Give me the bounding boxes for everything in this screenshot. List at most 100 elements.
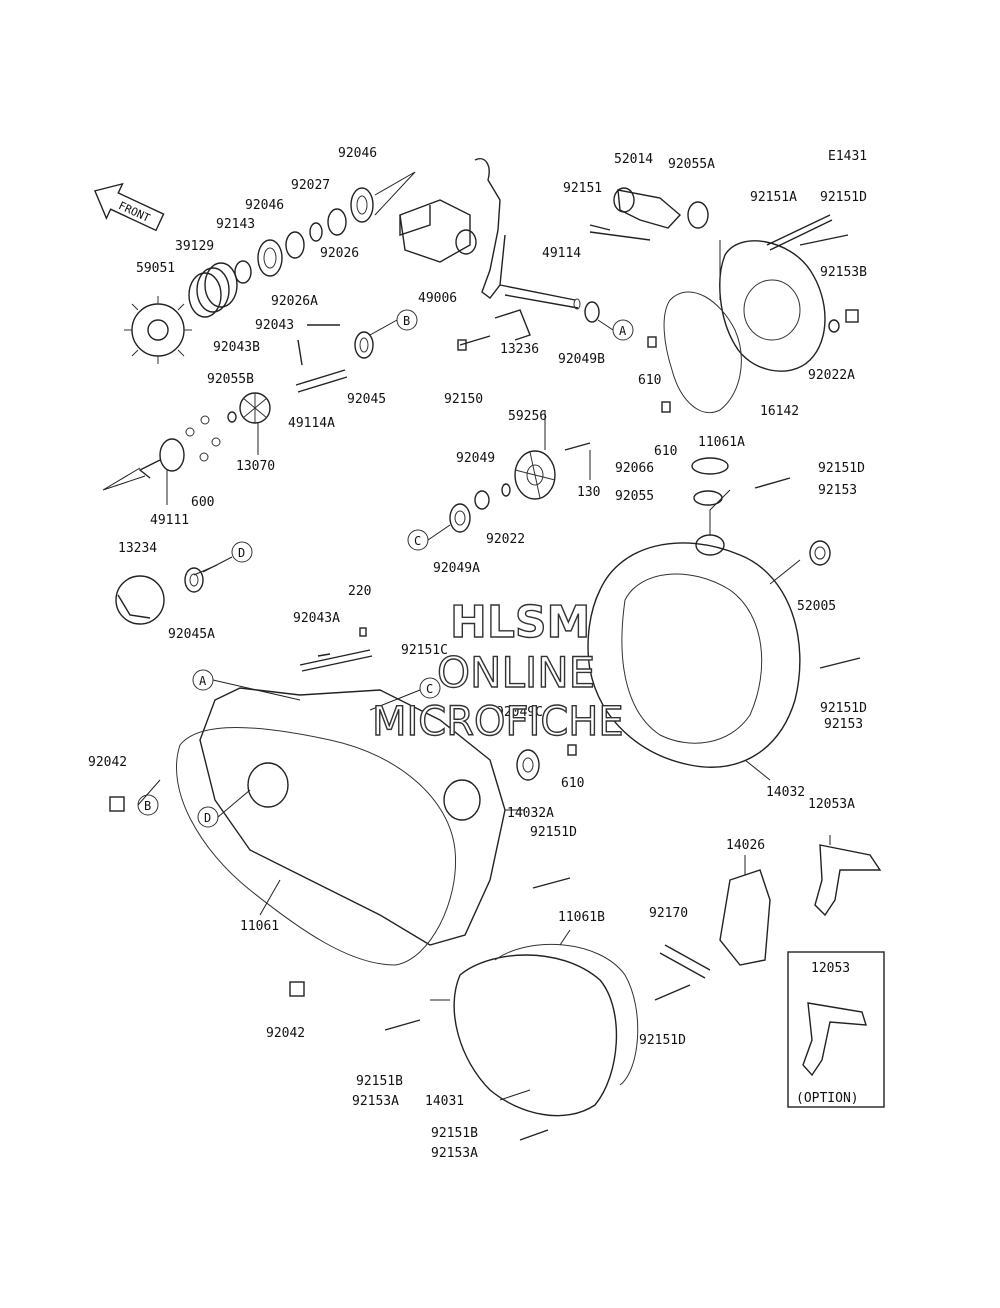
rotor-59256 xyxy=(514,450,556,500)
pin-610-b xyxy=(661,401,671,413)
oring-92055A xyxy=(687,201,709,229)
seal-52005 xyxy=(809,540,831,566)
washer-92022 xyxy=(501,483,511,497)
label-92151: 92151 xyxy=(563,181,602,196)
label-92042-a: 92042 xyxy=(88,755,127,770)
bolt-92151B-b xyxy=(519,1129,549,1141)
oring-92055B xyxy=(227,411,237,423)
ref-circle-a-top: A xyxy=(612,319,634,341)
label-610-b: 610 xyxy=(654,444,677,459)
gasket-11061A xyxy=(663,291,742,414)
cap-92066 xyxy=(691,457,729,475)
seal-92045 xyxy=(354,331,374,359)
seal-92045A xyxy=(184,567,204,593)
label-92153B: 92153B xyxy=(820,265,867,280)
label-92046-top: 92046 xyxy=(338,146,377,161)
svg-text:B: B xyxy=(403,314,410,328)
label-92151D-tr: 92151D xyxy=(820,190,867,205)
label-92151D-r: 92151D xyxy=(820,701,867,716)
bolt-92151 xyxy=(589,224,651,241)
impeller-13070 xyxy=(239,392,271,424)
bolt-92151D-b xyxy=(654,984,691,1001)
label-92043B: 92043B xyxy=(213,340,260,355)
label-13234: 13234 xyxy=(118,541,157,556)
ref-circle-d-mid: D xyxy=(231,541,253,563)
label-92153A-a: 92153A xyxy=(352,1094,399,1109)
gasket-11061B xyxy=(494,943,639,1086)
pipe-52014 xyxy=(613,187,682,229)
label-92049A: 92049A xyxy=(433,561,480,576)
label-49114A: 49114A xyxy=(288,416,335,431)
shaft-49111 xyxy=(102,438,185,491)
label-92151C: 92151C xyxy=(401,643,448,658)
label-610-c: 610 xyxy=(561,776,584,791)
option-box xyxy=(787,951,885,1108)
label-52014: 52014 xyxy=(614,152,653,167)
svg-text:D: D xyxy=(204,811,211,825)
gear-13234 xyxy=(115,575,165,625)
label-92170: 92170 xyxy=(649,906,688,921)
label-92066: 92066 xyxy=(615,461,654,476)
label-92042-b: 92042 xyxy=(266,1026,305,1041)
label-92049B: 92049B xyxy=(558,352,605,367)
leader-92046-top xyxy=(374,171,416,216)
pump-cover-16142 xyxy=(719,240,826,372)
svg-text:B: B xyxy=(144,799,151,813)
spring-39129 xyxy=(188,262,238,318)
label-92153A-b: 92153A xyxy=(431,1146,478,1161)
label-92151A: 92151A xyxy=(750,190,797,205)
magneto-cover-14031 xyxy=(453,954,618,1117)
label-92055B: 92055B xyxy=(207,372,254,387)
label-14032: 14032 xyxy=(766,785,805,800)
label-49006: 49006 xyxy=(418,291,457,306)
watermark-line2: ONLINE xyxy=(437,648,595,697)
seal-92049 xyxy=(474,490,490,510)
label-92151B-b: 92151B xyxy=(431,1126,478,1141)
bolt-220 xyxy=(359,627,367,637)
label-11061: 11061 xyxy=(240,919,279,934)
leader-lines xyxy=(137,240,831,1101)
crankcase-14032A xyxy=(199,687,506,946)
label-49114: 49114 xyxy=(542,246,581,261)
part-labels: 92046 92027 92046 92143 39129 59051 9202… xyxy=(88,146,867,1161)
bolt-92151D-m xyxy=(754,477,791,489)
ref-circle-b-case: B xyxy=(137,794,159,816)
label-600: 600 xyxy=(191,495,214,510)
washer-92022A xyxy=(828,319,840,333)
lever-arm xyxy=(474,158,506,299)
bolt-92151D-tr xyxy=(799,234,849,246)
label-13236: 13236 xyxy=(500,342,539,357)
label-92045A: 92045A xyxy=(168,627,215,642)
label-14032A: 14032A xyxy=(507,806,554,821)
bearing-92046 xyxy=(257,239,283,277)
label-12053: 12053 xyxy=(811,961,850,976)
label-92046: 92046 xyxy=(245,198,284,213)
option-label: (OPTION) xyxy=(796,1091,859,1106)
label-92151D-m: 92151D xyxy=(818,461,865,476)
gear-59051 xyxy=(124,296,192,364)
label-49111: 49111 xyxy=(150,513,189,528)
label-92049C: 92049C xyxy=(496,705,543,720)
label-92150: 92150 xyxy=(444,392,483,407)
pin-610-a xyxy=(647,336,657,348)
label-92153-r: 92153 xyxy=(824,717,863,732)
svg-text:D: D xyxy=(238,546,245,560)
label-12053A: 12053A xyxy=(808,797,855,812)
pump-body-49006 xyxy=(399,199,477,263)
label-92043A: 92043A xyxy=(293,611,340,626)
label-610-a: 610 xyxy=(638,373,661,388)
watermark: HLSM ONLINE MICROFICHE xyxy=(371,596,624,745)
front-arrow: FRONT xyxy=(93,182,165,232)
ring-92027 xyxy=(309,222,323,242)
gasket-11061 xyxy=(176,727,457,966)
label-92143: 92143 xyxy=(216,217,255,232)
svg-text:C: C xyxy=(414,534,421,548)
bolt-92151D-c xyxy=(532,877,571,889)
ref-circle-b-top: B xyxy=(396,309,418,331)
watermark-line3: MICROFICHE xyxy=(372,699,624,745)
bolt-92150 xyxy=(457,335,491,351)
label-92027: 92027 xyxy=(291,178,330,193)
pin-610-c xyxy=(567,744,577,756)
shaft-49114A xyxy=(295,369,348,393)
label-11061B: 11061B xyxy=(558,910,605,925)
